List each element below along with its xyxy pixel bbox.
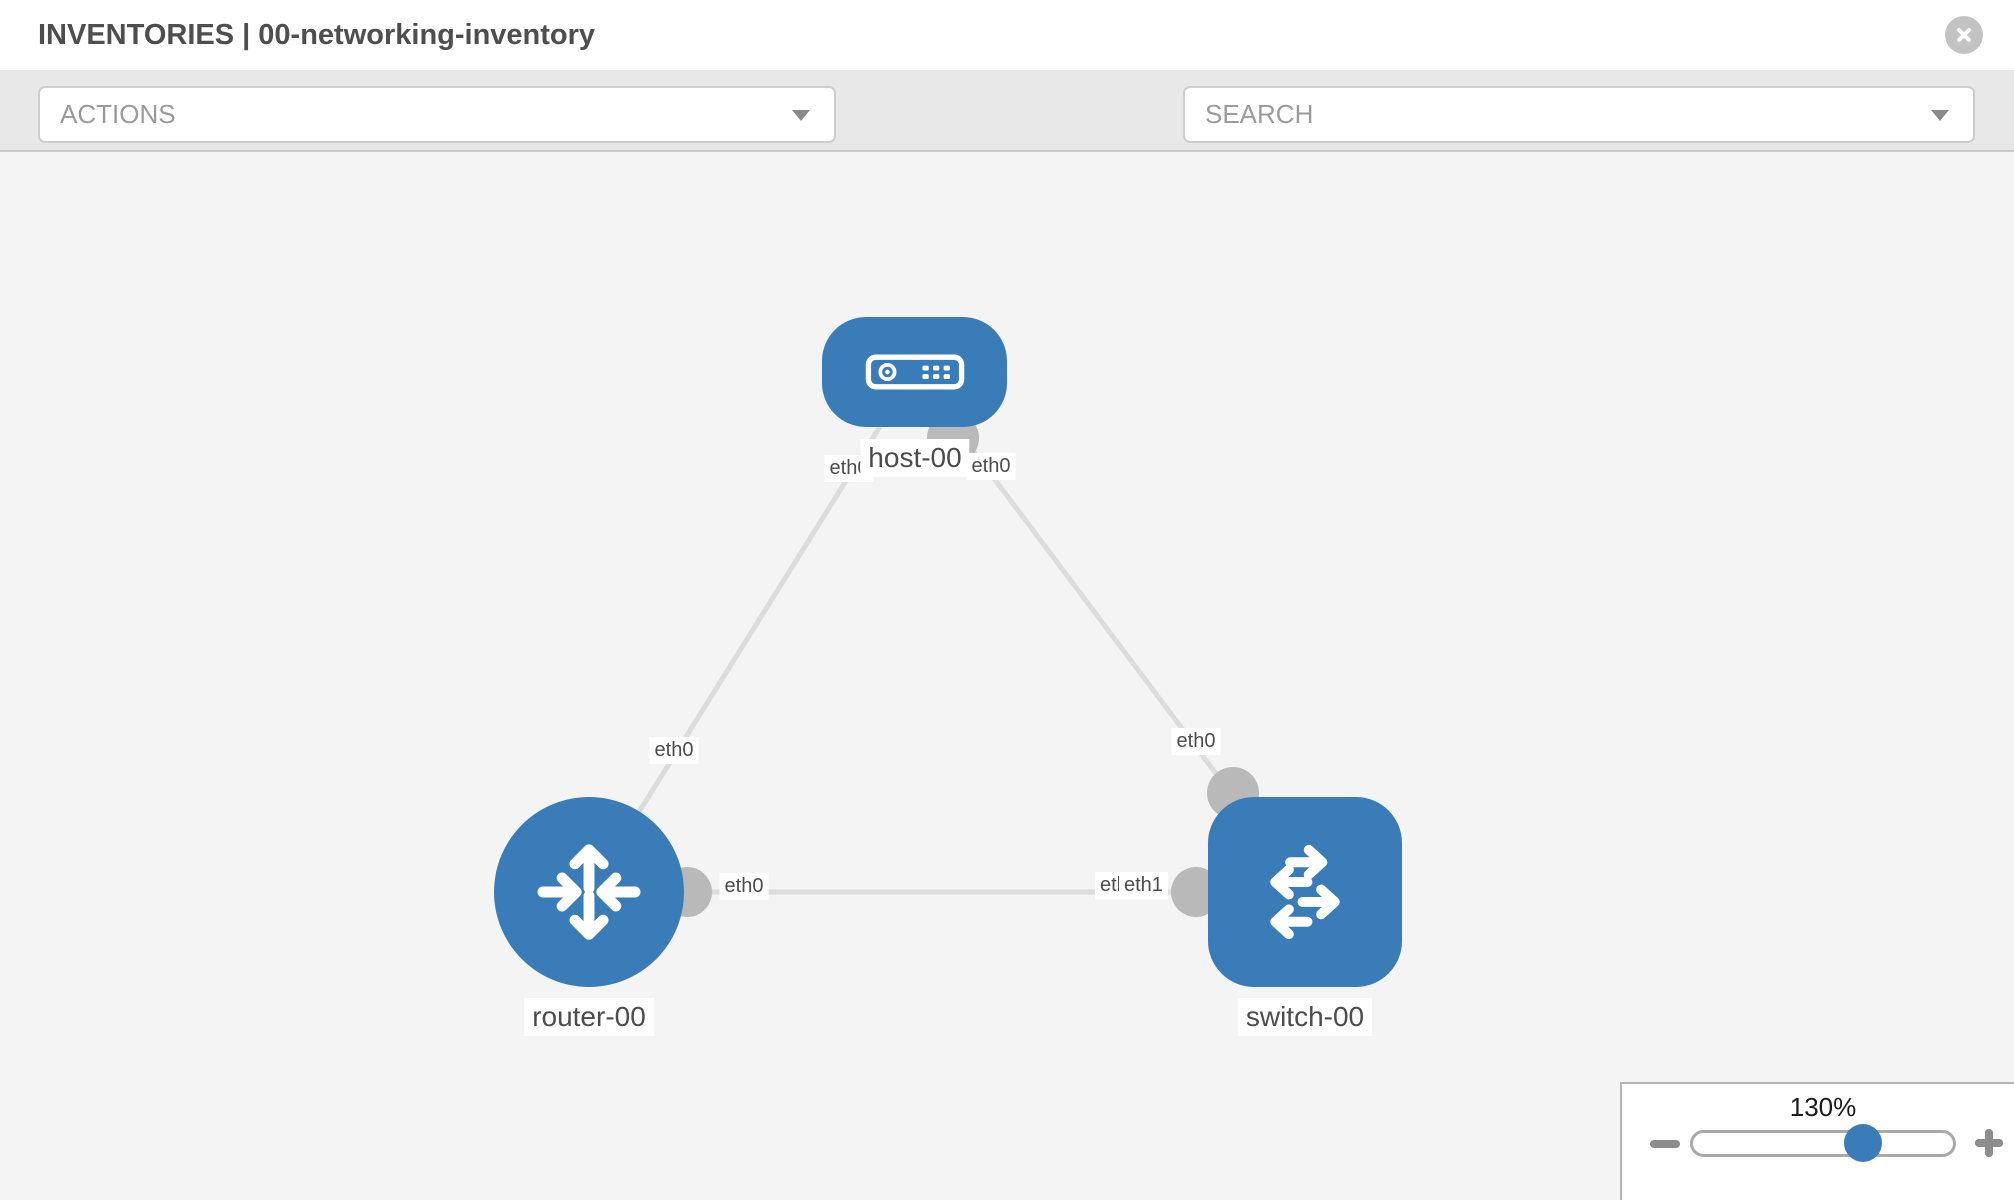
router-icon [537, 844, 641, 940]
zoom-level-value: 130% [1789, 1092, 1857, 1122]
host-icon [865, 354, 964, 390]
actions-dropdown-label: ACTIONS [60, 99, 176, 129]
zoom-slider-thumb[interactable] [1844, 1124, 1882, 1162]
node-label-router-00: router-00 [524, 998, 654, 1036]
toolbar: ACTIONS SEARCH [0, 70, 2014, 197]
interface-label-host-eth0-right: eth0 [966, 453, 1016, 480]
node-label-host-00: host-00 [860, 439, 970, 477]
switch-icon [1270, 844, 1340, 940]
zoom-out-button[interactable] [1650, 1140, 1680, 1148]
node-host-00[interactable] [822, 317, 1007, 427]
node-label-switch-00: switch-00 [1237, 998, 1373, 1036]
interface-label-router-eth0-top: eth0 [649, 737, 699, 764]
node-switch-00[interactable] [1208, 797, 1402, 987]
links-layer [586, 370, 1307, 917]
chevron-down-icon [1931, 110, 1949, 121]
node-router-00[interactable] [494, 797, 684, 987]
close-button[interactable] [1945, 16, 1983, 54]
zoom-in-button[interactable] [1974, 1128, 2004, 1158]
search-dropdown[interactable]: SEARCH [1183, 86, 1975, 143]
interface-label-switch-eth0-top: eth0 [1171, 728, 1221, 755]
zoom-panel: 130% [1620, 1082, 2014, 1200]
header: INVENTORIES | 00-networking-inventory [0, 0, 2014, 70]
actions-dropdown[interactable]: ACTIONS [38, 86, 836, 143]
zoom-slider-track[interactable] [1690, 1130, 1956, 1157]
page-title: INVENTORIES | 00-networking-inventory [38, 19, 596, 51]
interface-label-router-eth0-right: eth0 [719, 873, 769, 900]
chevron-down-icon [792, 110, 810, 121]
topology-canvas[interactable]: host-00 router-00 switch-00 eth0 eth0 et… [0, 152, 2014, 1200]
search-dropdown-label: SEARCH [1205, 99, 1314, 129]
interface-label-switch-eth1: eth1 [1119, 872, 1168, 899]
